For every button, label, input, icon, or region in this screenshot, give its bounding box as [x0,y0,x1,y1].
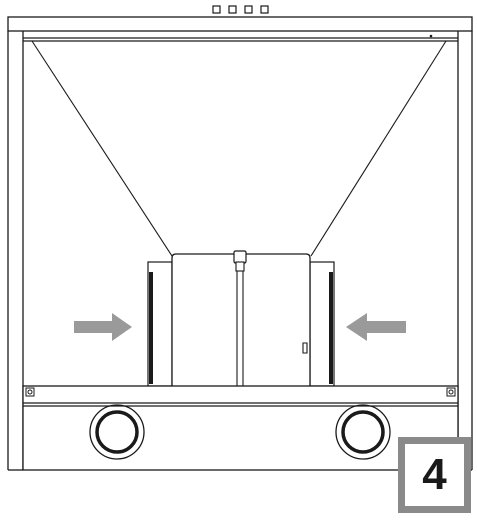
control-button-2 [228,5,237,14]
control-button-3 [244,5,253,14]
top-control-buttons [212,5,269,14]
control-button-4 [260,5,269,14]
screw-top-right [429,34,433,38]
light-lens-right [335,404,391,460]
lower-panel-frame [22,385,459,471]
screw-left [25,387,35,397]
panel-screws [25,387,456,397]
hood-funnel [31,40,447,257]
arrow-left-icon [346,313,406,341]
airflow-arrows [74,313,406,341]
control-button-1 [212,5,221,14]
light-lens-left [89,404,145,460]
step-number: 4 [422,450,447,499]
blower-motor-unit [147,250,335,387]
blower-clip [233,250,247,264]
lower-panel [22,385,459,471]
arrow-right-icon [74,313,132,341]
top-bar [7,16,473,32]
step-badge: 4 [398,437,471,513]
screw-right [446,387,456,397]
blower-knob [302,342,308,354]
blower-housing [171,253,311,386]
